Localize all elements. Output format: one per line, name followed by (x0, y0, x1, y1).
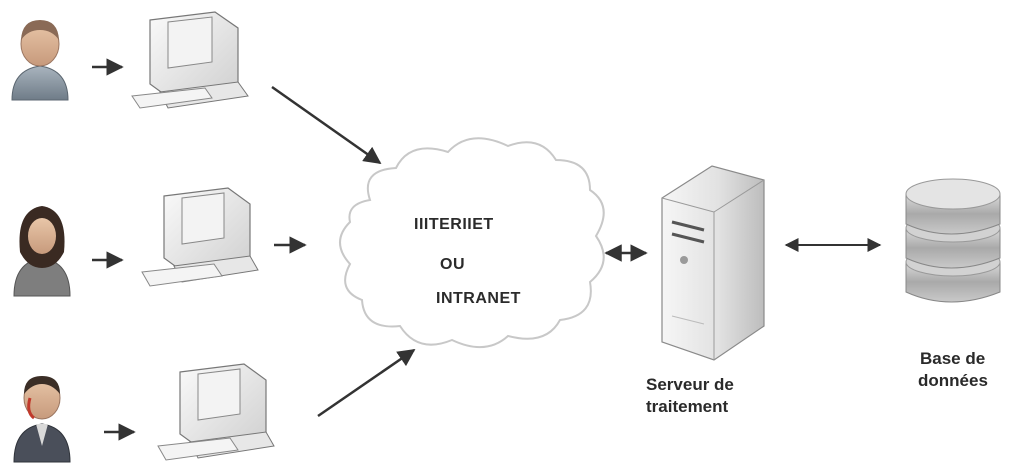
computer-icon (141, 187, 259, 287)
server-icon (661, 165, 765, 361)
computer-icon (131, 11, 249, 109)
cloud-shape (339, 137, 605, 348)
cloud-label-line3: INTRANET (436, 290, 521, 307)
cloud-label-line1: IIITERIIET (414, 216, 494, 233)
user-female-icon (13, 206, 71, 297)
cloud-label-line2: OU (440, 256, 465, 273)
user-male-icon (11, 20, 69, 101)
server-label-line2: traitement (646, 397, 729, 416)
database-label-line2: données (918, 371, 988, 390)
arrow (317, 348, 416, 418)
computer-icon (157, 363, 275, 461)
user-businessman-icon (13, 376, 71, 463)
server-label-line1: Serveur de (646, 375, 734, 394)
arrow (271, 85, 382, 165)
database-label-line1: Base de (920, 349, 986, 368)
database-icon (905, 178, 1001, 303)
